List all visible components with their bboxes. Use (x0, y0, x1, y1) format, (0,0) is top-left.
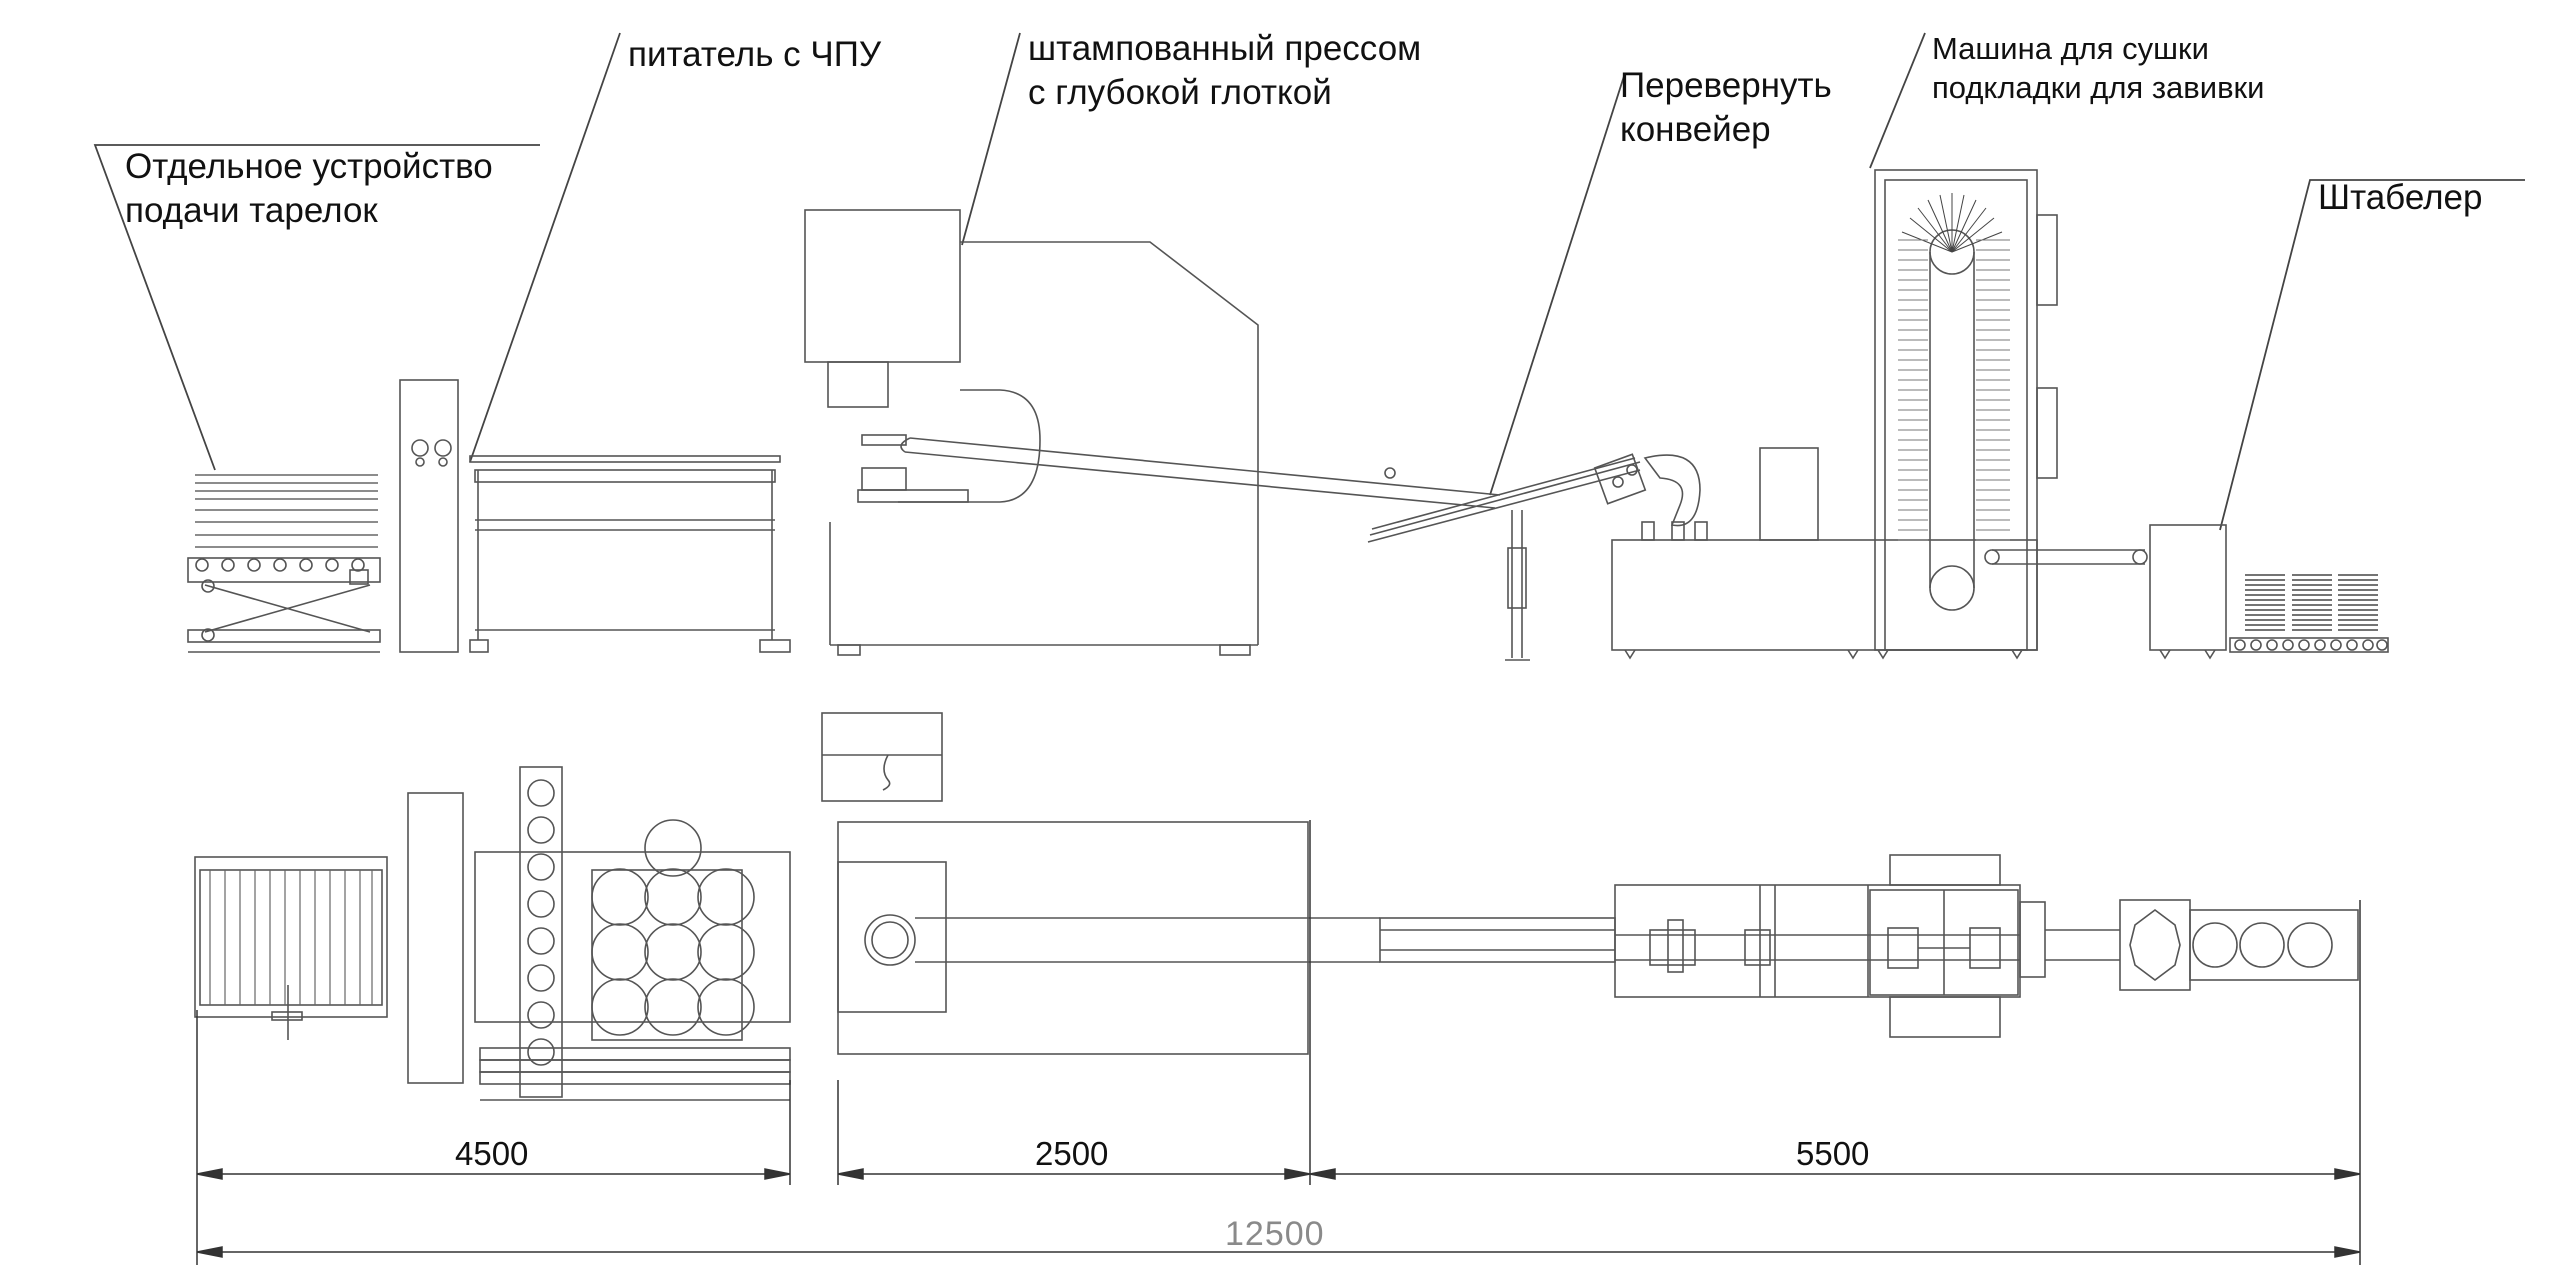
flip-conveyor-elevation (1367, 453, 1701, 661)
label-dryer-line2: подкладки для завивки (1932, 69, 2265, 105)
label-press: штампованный прессом с глубокой глоткой (1028, 27, 1421, 115)
label-press-line1: штампованный прессом (1028, 29, 1422, 68)
dimension-5500: 5500 (1796, 1135, 1870, 1172)
label-press-line2: с глубокой глоткой (1028, 72, 1332, 112)
label-flip-conveyor: Перевернуть конвейер (1620, 64, 1832, 152)
label-plate-feeder-line2: подачи тарелок (125, 190, 378, 230)
label-stacker: Штабелер (2318, 176, 2483, 220)
press-elevation (804, 209, 1501, 656)
cnc-feeder-elevation (399, 379, 791, 653)
label-cnc-feeder: питатель с ЧПУ (628, 33, 881, 77)
label-dryer-line1: Машина для сушки (1932, 31, 2209, 66)
label-plate-feeder: Отдельное устройство подачи тарелок (125, 145, 493, 233)
label-flip-conveyor-line2: конвейер (1620, 109, 1771, 149)
plate-feeder-elevation (187, 474, 381, 653)
label-stacker-line1: Штабелер (2318, 178, 2483, 217)
plan-view (194, 712, 2359, 1101)
stacker-elevation (2149, 524, 2389, 660)
dimension-2500: 2500 (1035, 1135, 1109, 1172)
dryer-elevation (1611, 169, 2148, 660)
label-plate-feeder-line1: Отдельное устройство (125, 147, 493, 186)
dimension-lines (196, 820, 2361, 1265)
label-dryer: Машина для сушки подкладки для завивки (1932, 30, 2264, 108)
leader-lines (93, 32, 2525, 531)
dimension-4500: 4500 (455, 1135, 529, 1172)
dimension-total-12500: 12500 (1225, 1215, 1325, 1253)
label-cnc-feeder-line1: питатель с ЧПУ (628, 35, 882, 74)
label-flip-conveyor-line1: Перевернуть (1620, 66, 1832, 105)
